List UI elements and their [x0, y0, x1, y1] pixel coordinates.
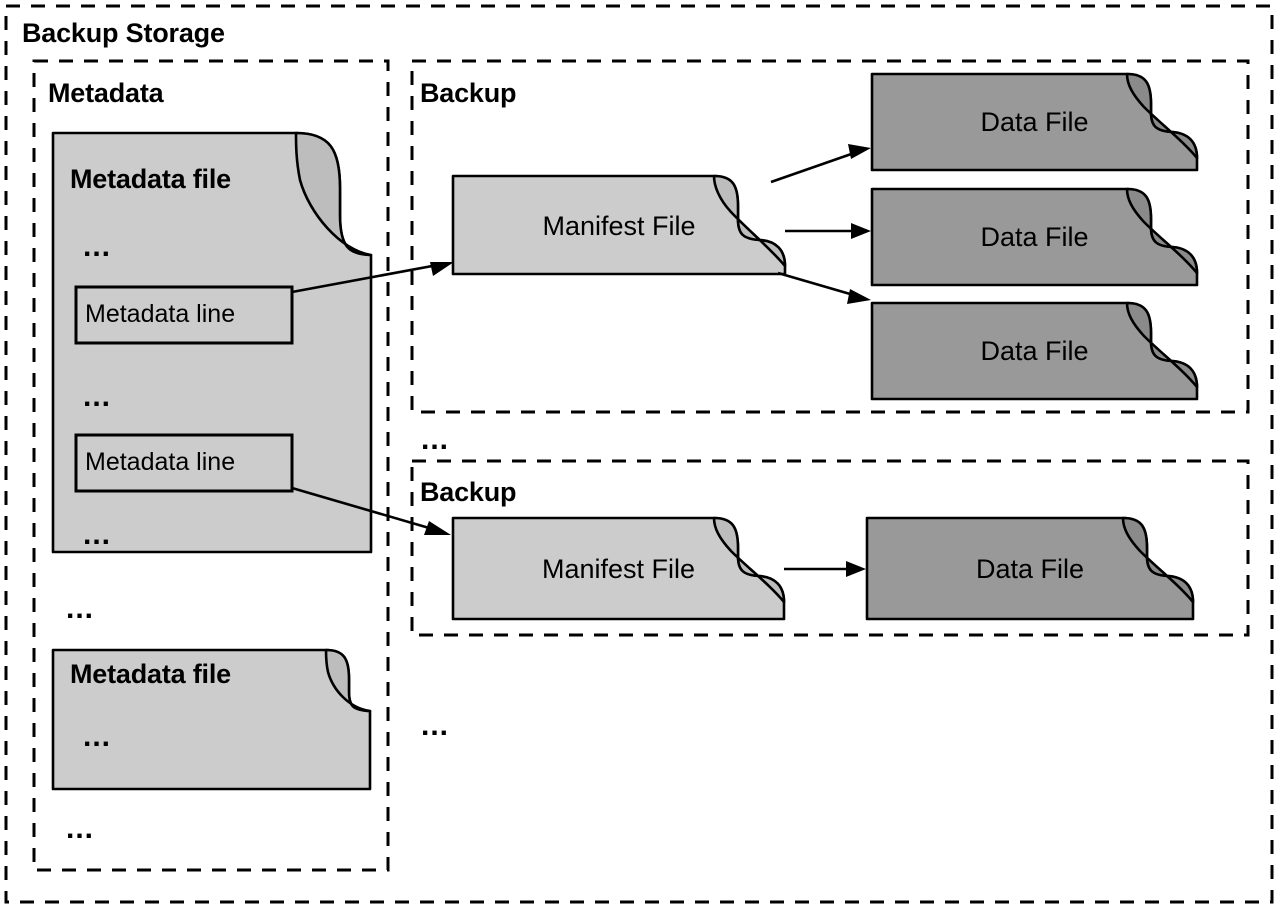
data-file-1-3-title: Data File [980, 336, 1089, 366]
data-file-2-1-shape [865, 516, 1195, 621]
metadata-file-2-ellipsis-1: ... [83, 720, 112, 753]
metadata-file-1-ellipsis-1: ... [83, 230, 112, 263]
container-label-metadata: Metadata [48, 78, 164, 108]
manifest-file-1-title: Manifest File [542, 211, 696, 241]
metadata-file-2-title: Metadata file [70, 659, 231, 689]
metadata-file-1-ellipsis-2: ... [83, 380, 112, 413]
data-file-1-1-title: Data File [980, 107, 1089, 137]
manifest-file-2-title: Manifest File [541, 554, 696, 584]
data-file-1-2-shape [870, 187, 1199, 287]
page-title: Backup Storage [22, 18, 225, 48]
edge-manifest-2-to-data-file-2-1 [784, 561, 866, 577]
edge-manifest-1-to-data-file-1-1 [770, 144, 871, 184]
metadata-file-2-shape [51, 648, 372, 791]
metadata-line-box-2 [74, 433, 294, 493]
metadata-trailing-ellipsis: ... [66, 812, 95, 845]
data-file-1-2-title: Data File [980, 222, 1089, 252]
container-backup-storage [4, 4, 1274, 904]
edge-metadata-line-1-to-manifest-1 [291, 262, 454, 294]
edge-metadata-line-2-to-manifest-2 [291, 486, 451, 535]
metadata-line-box-1 [74, 285, 294, 345]
metadata-line-label-1: Metadata line [85, 300, 236, 328]
edge-manifest-1-to-data-file-1-2 [785, 223, 871, 239]
trailing-backups-ellipsis: ... [421, 709, 450, 742]
metadata-line-label-2: Metadata line [85, 448, 236, 476]
metadata-file-1-ellipsis-3: ... [83, 518, 112, 551]
container-backup-1 [410, 59, 1250, 414]
metadata-file-1-title: Metadata file [70, 164, 231, 194]
container-label-backup-1: Backup [420, 78, 517, 108]
metadata-between-files-ellipsis: ... [66, 592, 95, 625]
edge-manifest-1-to-data-file-1-3 [777, 271, 871, 304]
data-file-1-1-shape [870, 72, 1199, 172]
manifest-file-2-shape [451, 516, 786, 621]
between-backups-ellipsis: ... [421, 423, 450, 456]
manifest-file-1-shape [451, 174, 787, 276]
container-metadata [32, 59, 390, 872]
container-label-backup-2: Backup [420, 477, 517, 507]
data-file-2-1-title: Data File [975, 554, 1085, 584]
container-backup-2 [410, 459, 1250, 637]
data-file-1-3-shape [870, 301, 1199, 401]
